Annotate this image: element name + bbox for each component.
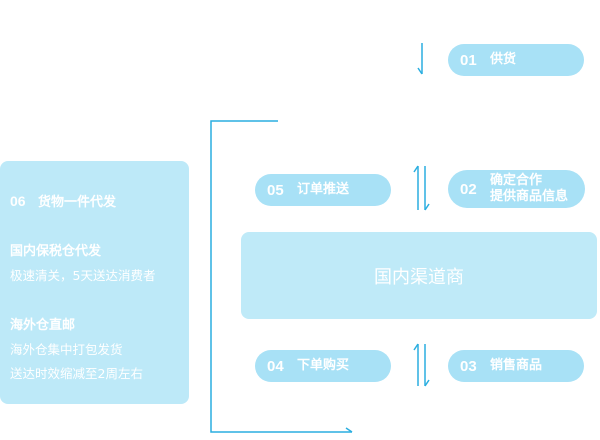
step-label: 确定合作 提供商品信息 bbox=[490, 173, 568, 205]
bidirectional-arrow-upper bbox=[413, 165, 430, 211]
step-05-pill: 05 订单推送 bbox=[255, 174, 391, 206]
card-title: 货物一件代发 bbox=[38, 195, 117, 210]
step-01-pill: 01 供货 bbox=[448, 44, 584, 76]
step-02-pill: 02 确定合作 提供商品信息 bbox=[448, 170, 585, 208]
center-label: 国内渠道商 bbox=[374, 266, 464, 288]
step-label-line2: 提供商品信息 bbox=[490, 189, 569, 204]
step-number: 03 bbox=[460, 357, 477, 375]
card-header: 06 货物一件代发 bbox=[10, 191, 189, 211]
step-label: 订单推送 bbox=[297, 182, 350, 197]
domestic-channel-box: 国内渠道商 bbox=[241, 232, 597, 319]
bidirectional-arrow-lower bbox=[413, 343, 430, 387]
step-04-pill: 04 下单购买 bbox=[255, 350, 391, 382]
overseas-desc-1: 海外仓集中打包发货 bbox=[10, 342, 123, 357]
step-label: 销售商品 bbox=[490, 358, 543, 373]
overseas-title: 海外仓直邮 bbox=[10, 318, 76, 333]
step-number: 06 bbox=[10, 192, 26, 209]
bracket-arrow bbox=[210, 120, 353, 433]
step-number: 05 bbox=[267, 181, 284, 199]
bonded-desc: 极速清关，5天送达消费者 bbox=[10, 268, 156, 283]
dropship-card: 06 货物一件代发 国内保税仓代发 极速清关，5天送达消费者 海外仓直邮 海外仓… bbox=[0, 161, 189, 404]
step-number: 04 bbox=[267, 357, 284, 375]
bonded-title: 国内保税仓代发 bbox=[10, 244, 102, 259]
step-number: 02 bbox=[460, 180, 477, 198]
arrow-down-01 bbox=[417, 43, 423, 75]
overseas-desc-2: 送达时效缩减至2周左右 bbox=[10, 366, 143, 381]
step-03-pill: 03 销售商品 bbox=[448, 350, 584, 382]
step-label: 供货 bbox=[490, 52, 517, 67]
step-label: 下单购买 bbox=[297, 358, 350, 373]
step-number: 01 bbox=[460, 51, 477, 69]
step-label-line1: 确定合作 bbox=[490, 173, 543, 188]
